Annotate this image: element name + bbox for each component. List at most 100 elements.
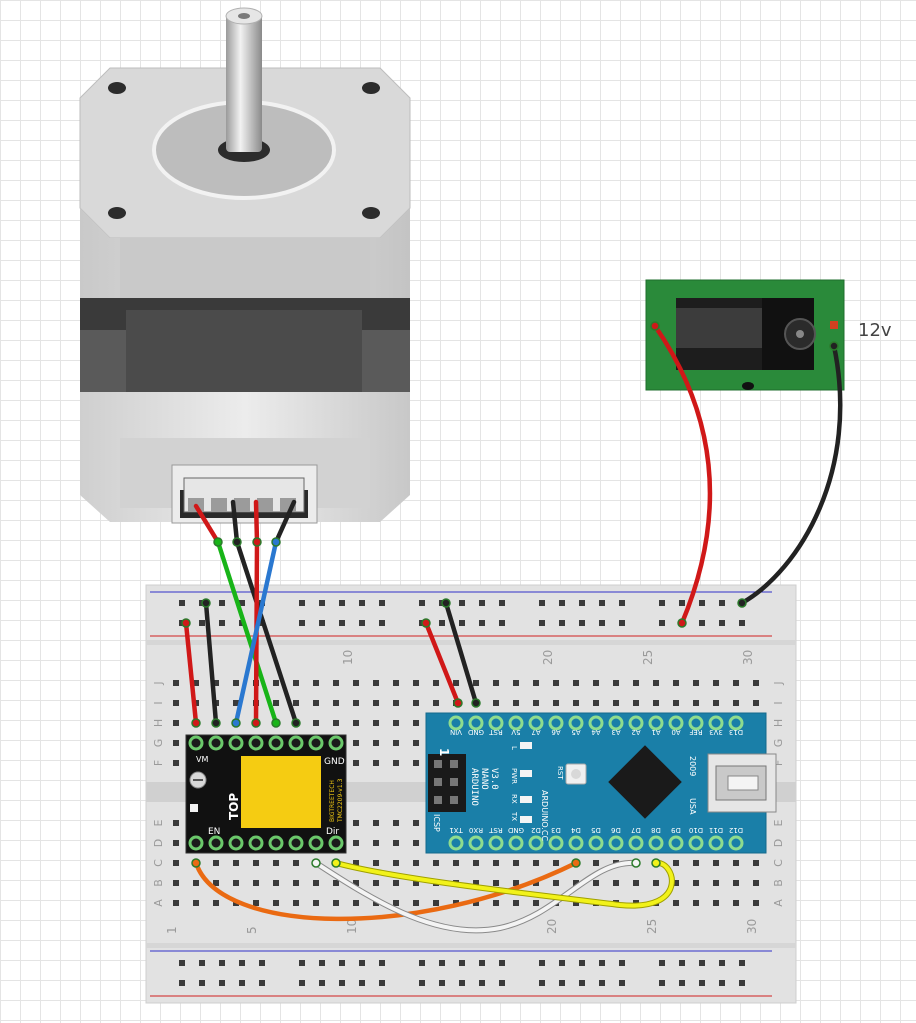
column-number: 25 bbox=[641, 650, 655, 665]
breadboard-hole bbox=[473, 900, 479, 906]
nano-pin bbox=[688, 715, 704, 731]
nano-pin-label: VIN bbox=[450, 728, 462, 736]
breadboard-hole bbox=[673, 680, 679, 686]
rail-hole bbox=[339, 960, 345, 966]
breadboard-hole bbox=[713, 880, 719, 886]
rail-hole bbox=[359, 600, 365, 606]
rail-hole bbox=[719, 620, 725, 626]
driver-chip bbox=[241, 756, 321, 828]
breadboard-hole bbox=[353, 680, 359, 686]
rail-hole bbox=[419, 960, 425, 966]
breadboard-hole bbox=[513, 860, 519, 866]
breadboard-hole bbox=[373, 680, 379, 686]
column-number: 20 bbox=[545, 919, 559, 934]
row-letter: E bbox=[152, 819, 165, 826]
rail-hole bbox=[459, 620, 465, 626]
breadboard-hole bbox=[753, 880, 759, 886]
breadboard-hole bbox=[453, 860, 459, 866]
mount-hole bbox=[108, 207, 126, 219]
driver-pin bbox=[288, 835, 304, 851]
wire-endpoint bbox=[271, 537, 281, 547]
breadboard-hole bbox=[573, 680, 579, 686]
rail-hole bbox=[319, 980, 325, 986]
wire-endpoint bbox=[453, 698, 463, 708]
breadboard-hole bbox=[693, 680, 699, 686]
rail-hole bbox=[499, 960, 505, 966]
nano-pin bbox=[528, 715, 544, 731]
rail-hole bbox=[239, 980, 245, 986]
breadboard-hole bbox=[393, 820, 399, 826]
wire-endpoint bbox=[311, 858, 321, 868]
rail-hole bbox=[199, 960, 205, 966]
rail-hole bbox=[699, 980, 705, 986]
breadboard-hole bbox=[633, 700, 639, 706]
wire-endpoint bbox=[677, 618, 687, 628]
breadboard-hole bbox=[713, 900, 719, 906]
column-number: 30 bbox=[745, 919, 759, 934]
breadboard-hole bbox=[353, 840, 359, 846]
rail-hole bbox=[459, 980, 465, 986]
driver-pin bbox=[328, 835, 344, 851]
rail-hole bbox=[459, 600, 465, 606]
rail-hole bbox=[619, 620, 625, 626]
rail-hole bbox=[459, 960, 465, 966]
nano-site: ARDUINO.CC bbox=[540, 790, 549, 841]
rail-hole bbox=[339, 600, 345, 606]
breadboard-hole bbox=[693, 860, 699, 866]
wire-green bbox=[215, 539, 279, 726]
wire-endpoint bbox=[271, 718, 281, 728]
breadboard-hole bbox=[433, 680, 439, 686]
led bbox=[520, 816, 532, 823]
wires bbox=[181, 321, 843, 934]
nano-pin-label: RST bbox=[488, 728, 502, 736]
breadboard-hole bbox=[333, 900, 339, 906]
breadboard-hole bbox=[233, 700, 239, 706]
breadboard-hole bbox=[173, 860, 179, 866]
breadboard-hole bbox=[633, 680, 639, 686]
wire-endpoint bbox=[231, 718, 241, 728]
rail-hole bbox=[559, 600, 565, 606]
nano-pin-label: D11 bbox=[709, 826, 723, 834]
rail-hole bbox=[499, 620, 505, 626]
breadboard-hole bbox=[373, 860, 379, 866]
column-number: 20 bbox=[541, 650, 555, 665]
breadboard-hole bbox=[453, 680, 459, 686]
rail-hole bbox=[599, 620, 605, 626]
breadboard-hole bbox=[373, 900, 379, 906]
nano-title-line: NANO bbox=[479, 768, 489, 790]
wire-endpoint bbox=[737, 598, 747, 608]
rail-hole bbox=[199, 980, 205, 986]
breadboard-hole bbox=[173, 740, 179, 746]
rail-hole bbox=[719, 600, 725, 606]
breadboard-hole bbox=[173, 760, 179, 766]
breadboard-hole bbox=[293, 900, 299, 906]
breadboard-hole bbox=[413, 880, 419, 886]
rail-hole bbox=[179, 980, 185, 986]
breadboard-hole bbox=[653, 680, 659, 686]
rail-hole bbox=[699, 960, 705, 966]
rail-hole bbox=[419, 980, 425, 986]
column-numbers-top: 10 20 25 30 bbox=[341, 650, 755, 665]
wire-endpoint bbox=[191, 718, 201, 728]
breadboard-hole bbox=[653, 880, 659, 886]
wire-red bbox=[183, 620, 199, 726]
wire-endpoint bbox=[211, 718, 221, 728]
rail-hole bbox=[699, 620, 705, 626]
driver-pin bbox=[228, 735, 244, 751]
breadboard-hole bbox=[493, 900, 499, 906]
rail-hole bbox=[659, 600, 665, 606]
nano-pin-label: TX1 bbox=[449, 826, 464, 834]
nano-pin bbox=[568, 835, 584, 851]
nano-pin-label: D3 bbox=[551, 826, 561, 834]
nano-pin bbox=[468, 835, 484, 851]
nano-pin bbox=[668, 835, 684, 851]
rail-hole bbox=[579, 980, 585, 986]
wire-black bbox=[203, 600, 219, 726]
rail-hole bbox=[539, 620, 545, 626]
driver-pin bbox=[228, 835, 244, 851]
driver-pin bbox=[248, 835, 264, 851]
nano-pin bbox=[548, 835, 564, 851]
nano-pin bbox=[528, 835, 544, 851]
breadboard-hole bbox=[413, 820, 419, 826]
nano-pin-label: A1 bbox=[651, 728, 660, 736]
